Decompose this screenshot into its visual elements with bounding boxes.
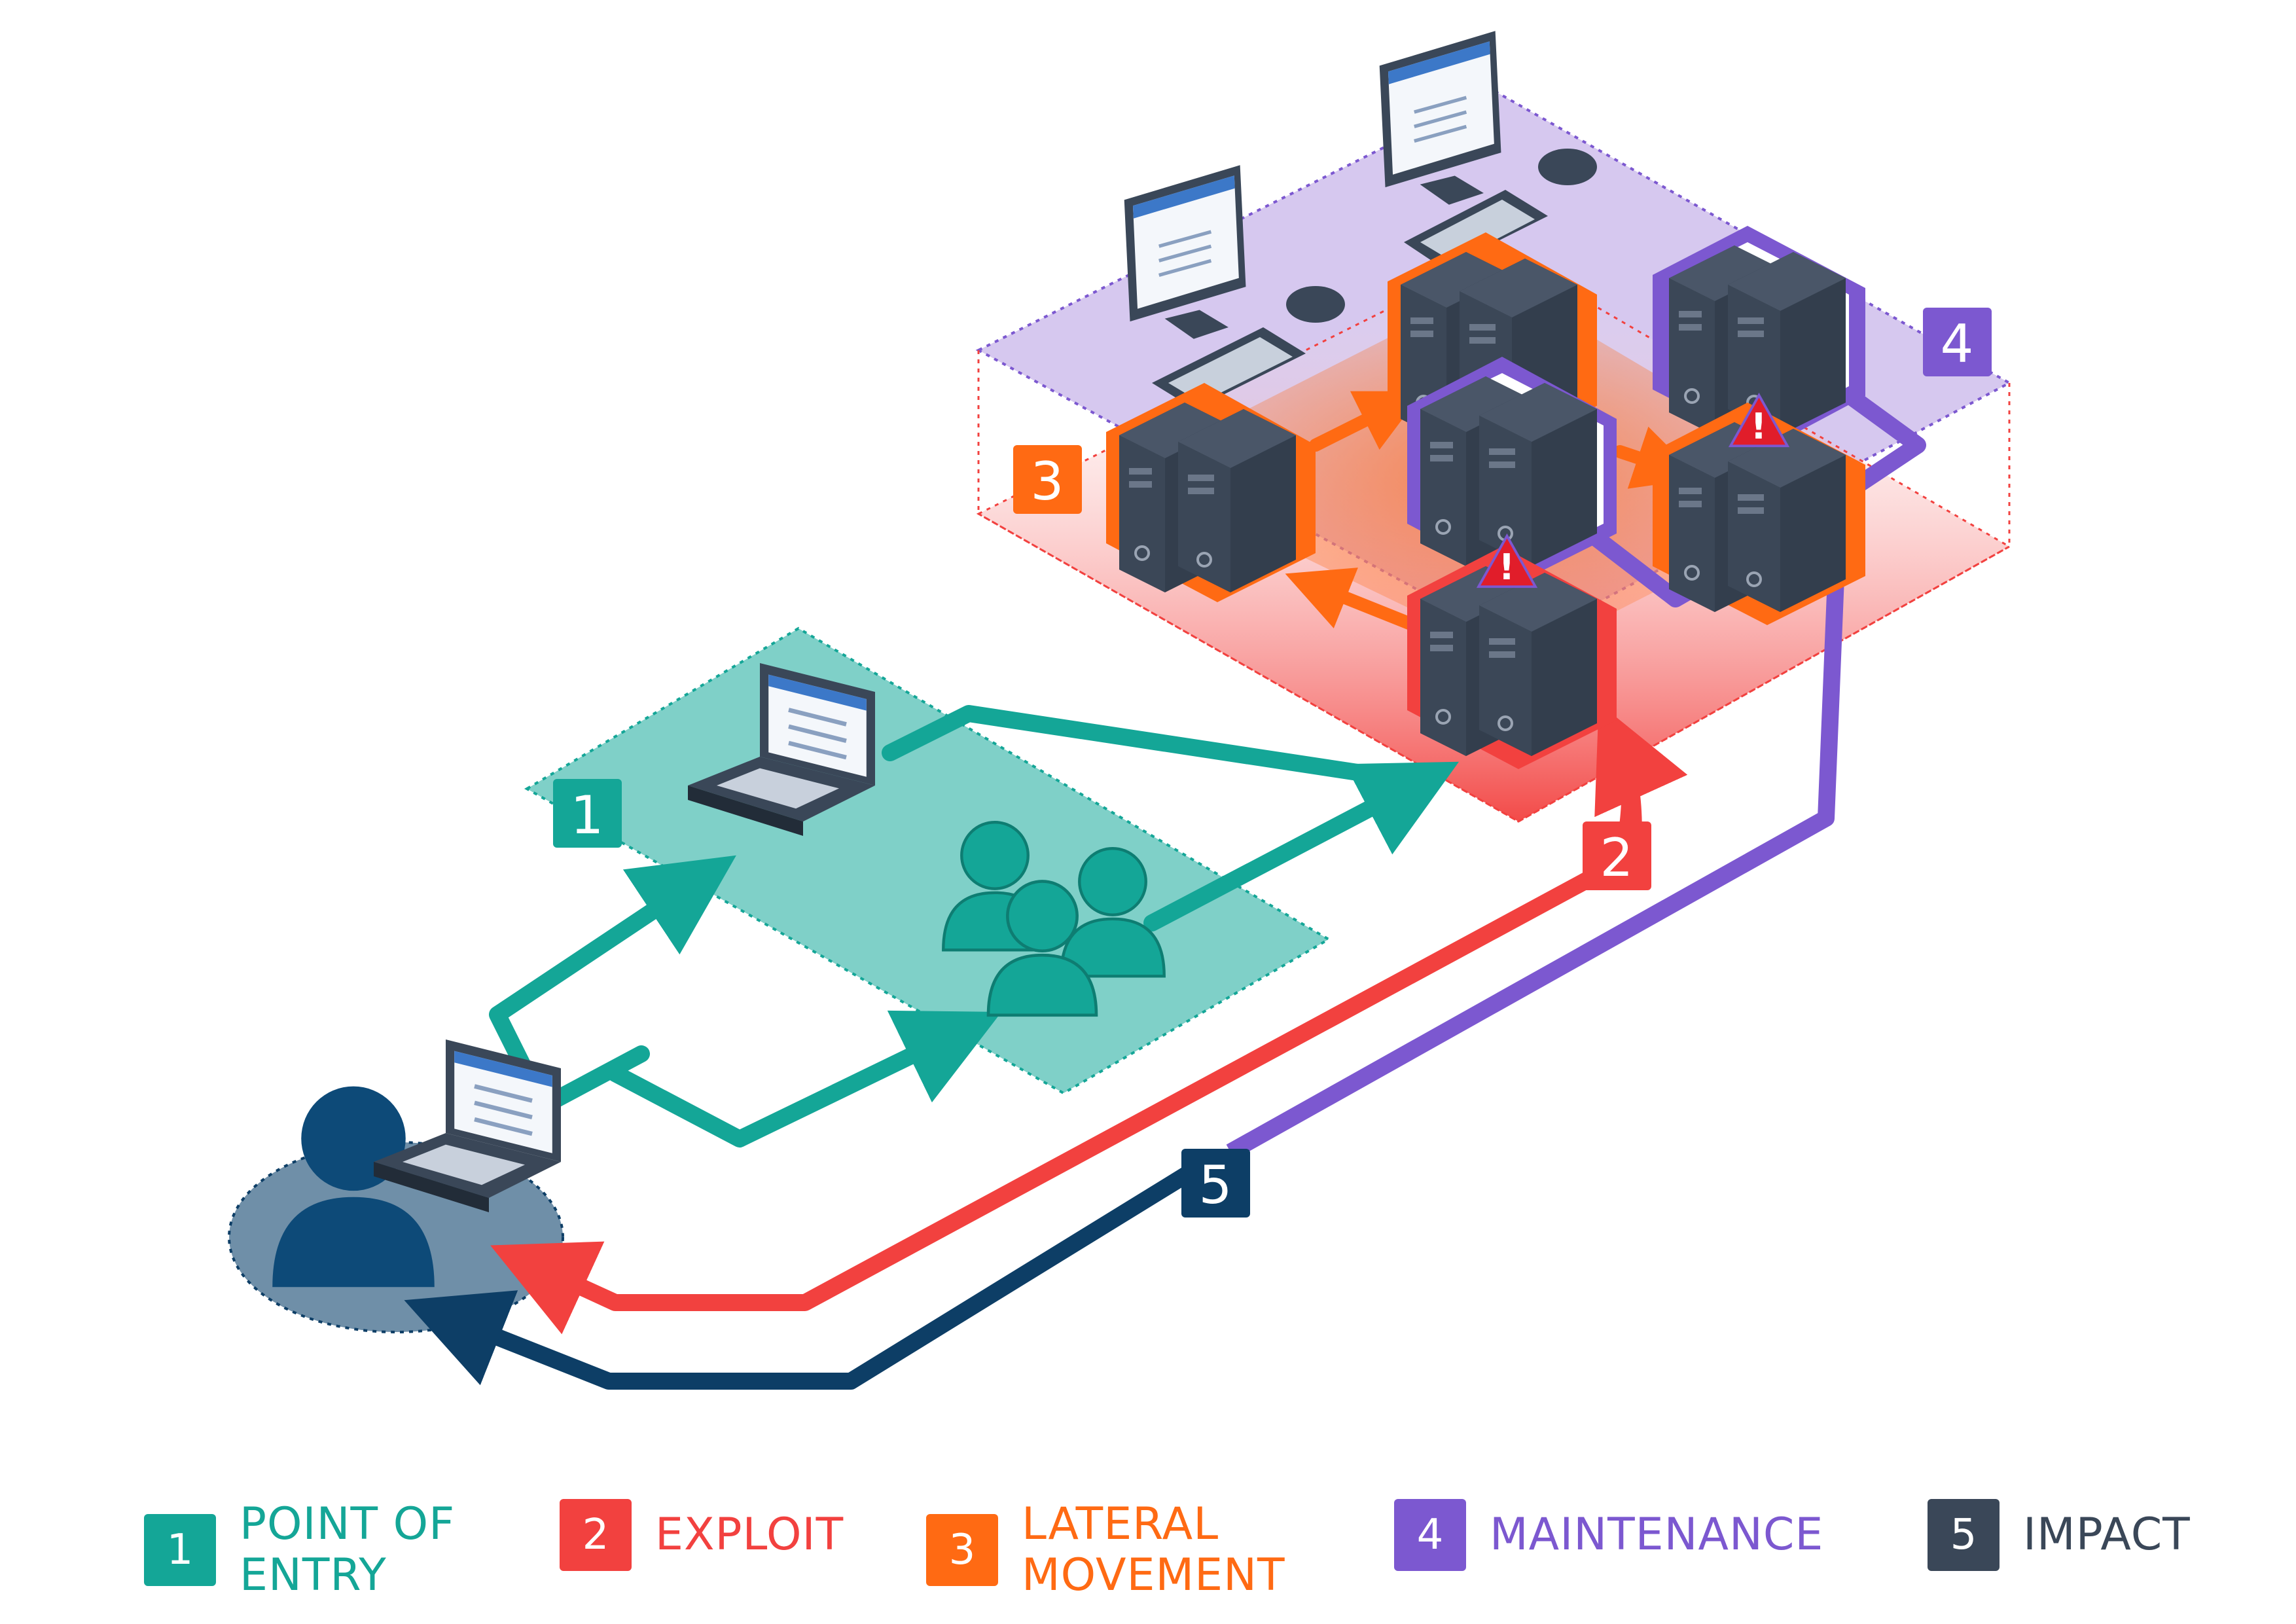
legend: 1 POINT OF ENTRY 2 EXPLOIT 3 LATERAL MOV… bbox=[0, 1492, 2296, 1610]
legend-number: 4 bbox=[1394, 1499, 1466, 1571]
legend-number: 3 bbox=[926, 1514, 998, 1587]
mouse-right bbox=[1538, 149, 1597, 185]
svg-text:5: 5 bbox=[1199, 1155, 1232, 1216]
stage-badge-5: 5 bbox=[1181, 1149, 1250, 1218]
server-bottom bbox=[1407, 547, 1617, 769]
server-left bbox=[1106, 383, 1316, 602]
stage-badge-4: 4 bbox=[1923, 308, 1992, 376]
svg-text:2: 2 bbox=[1600, 827, 1634, 888]
svg-text:!: ! bbox=[1499, 547, 1515, 588]
legend-item-lateral-movement: 3 LATERAL MOVEMENT bbox=[926, 1498, 1285, 1602]
svg-text:3: 3 bbox=[1031, 451, 1064, 512]
warning-icon: ! bbox=[1477, 534, 1537, 588]
server-right bbox=[1653, 403, 1865, 625]
legend-label: IMPACT bbox=[2023, 1508, 2191, 1561]
warning-icon: ! bbox=[1729, 393, 1789, 448]
legend-label: LATERAL MOVEMENT bbox=[1022, 1498, 1285, 1602]
legend-item-exploit: 2 EXPLOIT bbox=[560, 1499, 844, 1571]
legend-item-point-of-entry: 1 POINT OF ENTRY bbox=[144, 1498, 456, 1602]
svg-text:1: 1 bbox=[571, 785, 604, 846]
legend-number: 1 bbox=[144, 1514, 216, 1587]
svg-text:!: ! bbox=[1751, 406, 1767, 447]
legend-label: MAINTENANCE bbox=[1490, 1508, 1824, 1561]
server-center bbox=[1407, 357, 1617, 583]
mouse-left bbox=[1286, 286, 1345, 323]
stage-badge-2: 2 bbox=[1583, 821, 1651, 890]
legend-number: 2 bbox=[560, 1499, 632, 1571]
legend-item-maintenance: 4 MAINTENANCE bbox=[1394, 1499, 1823, 1571]
legend-item-impact: 5 IMPACT bbox=[1928, 1499, 2191, 1571]
keyboard-right-keys bbox=[1420, 200, 1535, 262]
legend-number: 5 bbox=[1928, 1499, 2000, 1571]
stage-badge-1: 1 bbox=[553, 779, 622, 848]
point-of-entry-zone bbox=[524, 626, 1331, 1095]
impact-path bbox=[404, 1164, 1196, 1390]
legend-label: POINT OF ENTRY bbox=[240, 1498, 456, 1602]
svg-text:4: 4 bbox=[1941, 314, 1974, 374]
server-top-right bbox=[1653, 226, 1865, 448]
stage-badge-3: 3 bbox=[1013, 445, 1082, 514]
legend-label: EXPLOIT bbox=[655, 1508, 844, 1561]
